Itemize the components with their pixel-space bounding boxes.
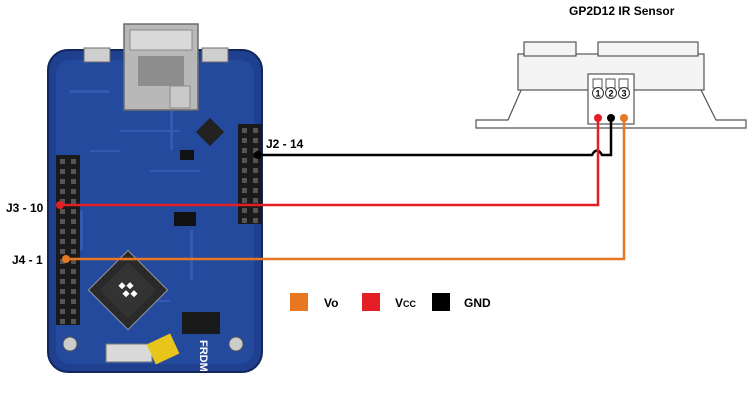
legend-label-vcc-sub: CC: [403, 299, 417, 309]
wire-gnd-endpoint: [254, 151, 262, 159]
header-pin: [60, 299, 65, 304]
legend-swatch-vo: [290, 293, 308, 311]
ethernet-jack: [123, 23, 199, 111]
header-pin: [253, 198, 258, 203]
pin-label-2: 2: [608, 89, 613, 99]
header-pin: [242, 188, 247, 193]
usb-port-right: [201, 47, 229, 63]
header-pin: [60, 289, 65, 294]
header-pin: [242, 128, 247, 133]
legend-label-vo: Vo: [324, 296, 339, 310]
header-pin: [253, 188, 258, 193]
header-pin: [60, 189, 65, 194]
header-pin: [242, 158, 247, 163]
header-pin: [71, 189, 76, 194]
header-pin: [242, 178, 247, 183]
header-pin: [60, 219, 65, 224]
header-pin: [242, 198, 247, 203]
yellow-logo: [146, 333, 180, 365]
connector-slots: [592, 78, 629, 89]
sensor-vo-dot: [620, 114, 628, 122]
bottom-connector: [105, 343, 153, 363]
header-pin: [71, 299, 76, 304]
wires: [60, 118, 626, 261]
pin-label-1: 1: [595, 89, 600, 99]
pin-label-j4-1: J4 - 1: [12, 253, 43, 267]
header-pin: [60, 209, 65, 214]
header-pin: [253, 168, 258, 173]
header-pin: [253, 178, 258, 183]
usb-port-left: [83, 47, 111, 63]
header-pin: [253, 208, 258, 213]
header-pin: [242, 168, 247, 173]
header-pin: [71, 239, 76, 244]
sensor-emitter: [523, 41, 577, 57]
sensor-vcc-dot: [594, 114, 602, 122]
header-pin: [71, 279, 76, 284]
header-pin: [60, 279, 65, 284]
header-pin: [60, 269, 65, 274]
header-left: [56, 155, 80, 325]
component: [174, 212, 196, 226]
header-pin: [71, 209, 76, 214]
sensor-detector: [597, 41, 699, 57]
header-pin: [60, 199, 65, 204]
header-pin: [242, 218, 247, 223]
legend-swatch-vcc: [362, 293, 380, 311]
header-pin: [71, 319, 76, 324]
header-pin: [60, 229, 65, 234]
ir-sensor: 1 2 3: [475, 41, 747, 129]
header-pin: [242, 138, 247, 143]
connector-pin-circles: [592, 87, 630, 99]
legend-swatch-gnd: [432, 293, 450, 311]
sw-button: [228, 336, 244, 352]
header-pin: [71, 249, 76, 254]
wire-vo-endpoint: [62, 255, 70, 263]
header-pin: [253, 138, 258, 143]
component: [180, 150, 194, 160]
header-pin: [60, 319, 65, 324]
legend-label-vcc-main: V: [395, 296, 404, 310]
mcu-chip: [87, 249, 169, 331]
wire-vcc: [60, 118, 600, 207]
header-pin: [71, 219, 76, 224]
header-pin: [253, 218, 258, 223]
header-pin: [253, 148, 258, 153]
header-pin: [71, 289, 76, 294]
header-pin: [71, 269, 76, 274]
header-pin: [71, 229, 76, 234]
header-j2: [238, 124, 262, 224]
wire-vcc-endpoint: [56, 201, 64, 209]
header-pin: [71, 199, 76, 204]
component: [182, 312, 220, 334]
header-pin: [60, 169, 65, 174]
header-pin: [60, 309, 65, 314]
header-pin: [60, 239, 65, 244]
header-pin: [71, 179, 76, 184]
board-silkscreen: FRDM: [197, 340, 209, 372]
header-pin: [253, 128, 258, 133]
legend-label-gnd: GND: [464, 296, 491, 310]
header-pin: [242, 208, 247, 213]
header-pin: [60, 259, 65, 264]
pin-label-j2-14: J2 - 14: [266, 137, 304, 151]
header-pin: [71, 309, 76, 314]
reset-button: [62, 336, 78, 352]
sensor-gnd-dot: [607, 114, 615, 122]
header-pin: [71, 169, 76, 174]
sensor-title: GP2D12 IR Sensor: [569, 4, 675, 18]
wire-vo: [66, 118, 626, 261]
pin-label-3: 3: [621, 89, 626, 99]
header-pin: [71, 259, 76, 264]
header-pin: [253, 158, 258, 163]
header-pin: [60, 249, 65, 254]
frdm-board: FRDM: [47, 23, 263, 373]
legend-label-vcc: VCC: [395, 296, 416, 310]
header-pin: [60, 179, 65, 184]
header-pin: [71, 159, 76, 164]
header-pin: [60, 159, 65, 164]
header-pin: [242, 148, 247, 153]
pin-label-j3-10: J3 - 10: [6, 201, 44, 215]
